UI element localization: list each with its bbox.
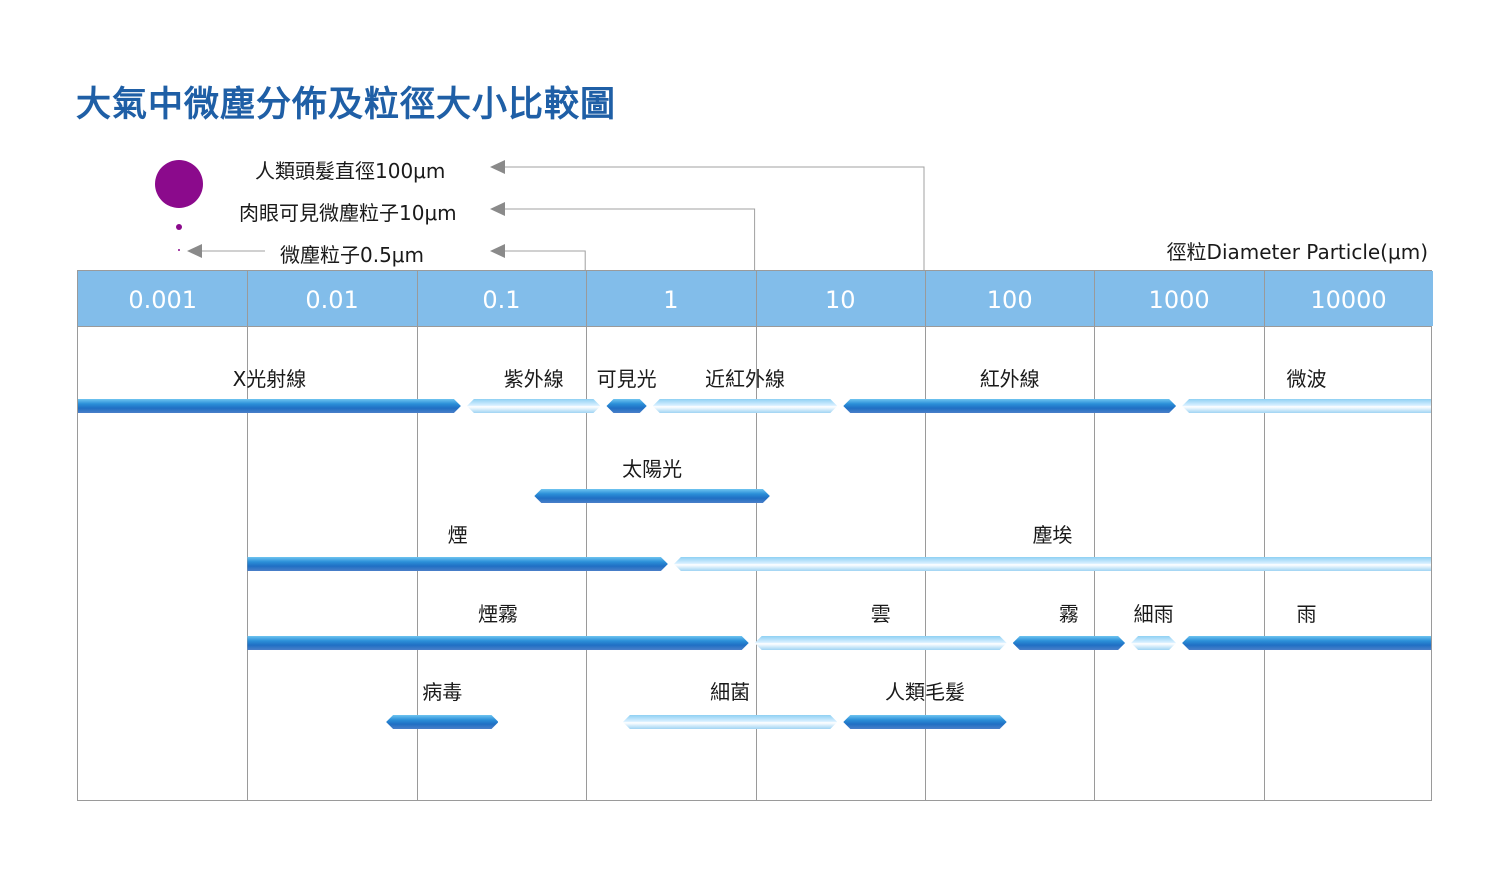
- callout-leader-line: [504, 166, 925, 270]
- scale-header-6: 1000: [1094, 271, 1264, 326]
- callout-hair: 人類頭髮直徑100μm: [255, 159, 446, 183]
- range-bar: [1013, 636, 1125, 650]
- grid-line: [755, 271, 757, 800]
- scale-header-3: 1: [586, 271, 756, 326]
- range-label: 雲: [870, 602, 891, 626]
- grid-line: [1094, 271, 1096, 800]
- axis-label: 徑粒Diameter Particle(μm): [1166, 240, 1428, 264]
- range-label: 可見光: [596, 367, 657, 391]
- range-bar: [247, 636, 748, 650]
- grid-line: [416, 271, 418, 800]
- range-label: 細菌: [710, 680, 751, 704]
- scale-header-5: 100: [925, 271, 1095, 326]
- range-label: 病毒: [422, 680, 463, 704]
- hair-size-dot: [155, 160, 203, 208]
- arrow-left-icon: [187, 244, 202, 258]
- range-label: 細雨: [1133, 602, 1174, 626]
- arrow-left-icon: [490, 160, 505, 174]
- callout-micro: 微塵粒子0.5μm: [280, 243, 425, 267]
- range-label: 霧: [1058, 602, 1079, 626]
- range-label: 塵埃: [1032, 523, 1073, 547]
- grid-line: [247, 271, 249, 800]
- scale-header-4: 10: [755, 271, 925, 326]
- range-bar: [1182, 636, 1431, 650]
- grid-line: [586, 271, 588, 800]
- range-label: 人類毛髮: [885, 680, 965, 704]
- range-bar: [78, 399, 461, 413]
- range-bar: [755, 636, 1007, 650]
- range-label: 煙霧: [478, 602, 519, 626]
- range-bar: [534, 489, 770, 503]
- range-bar: [606, 399, 646, 413]
- range-bar: [623, 715, 837, 729]
- range-label: 煙: [447, 523, 468, 547]
- arrow-left-icon: [490, 244, 505, 258]
- range-bar: [653, 399, 838, 413]
- range-label: 近紅外線: [705, 367, 786, 391]
- scale-header-0: 0.001: [78, 271, 248, 326]
- range-bar: [673, 557, 1431, 571]
- range-label: 微波: [1286, 367, 1327, 391]
- range-bar: [247, 557, 668, 571]
- scale-header-2: 0.1: [416, 271, 587, 326]
- callout-leader-line: [504, 208, 756, 270]
- range-bar: [386, 715, 498, 729]
- arrow-left-icon: [490, 202, 505, 216]
- header-divider: [78, 326, 1431, 327]
- callout-leader-line: [504, 250, 586, 270]
- range-label: 太陽光: [622, 457, 683, 481]
- range-label: 紅外線: [979, 367, 1040, 391]
- scale-header-7: 10000: [1263, 271, 1434, 326]
- grid-line: [1263, 271, 1265, 800]
- range-label: 紫外線: [503, 367, 564, 391]
- visible-particle-dot: [176, 224, 182, 230]
- range-bar: [467, 399, 601, 413]
- grid-line: [925, 271, 926, 800]
- range-bar: [1131, 636, 1176, 650]
- range-label: X光射線: [232, 367, 307, 391]
- micro-particle-dot: [178, 249, 180, 251]
- range-label: 雨: [1296, 602, 1317, 626]
- scale-header-1: 0.01: [247, 271, 417, 326]
- range-bar: [1182, 399, 1431, 413]
- range-bar: [843, 715, 1006, 729]
- callout-visible: 肉眼可見微塵粒子10μm: [239, 201, 457, 225]
- range-bar: [843, 399, 1176, 413]
- page-title: 大氣中微塵分佈及粒徑大小比較圖: [76, 85, 617, 125]
